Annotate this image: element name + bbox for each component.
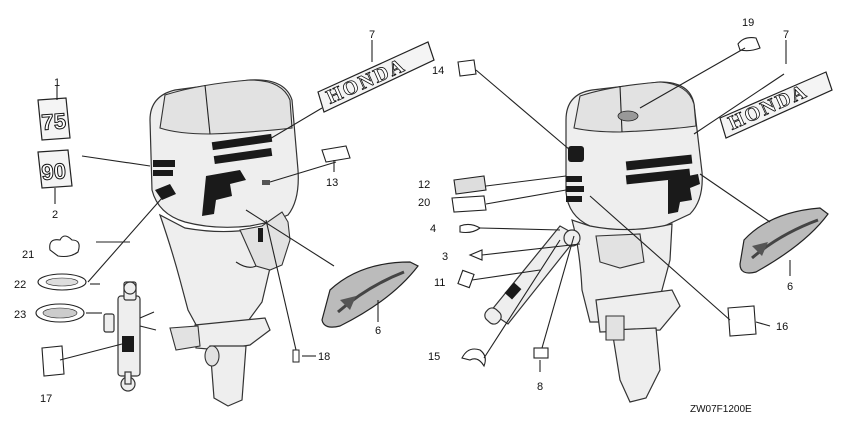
diagram-code: ZW07F1200E: [690, 404, 752, 415]
callout-16: 16: [776, 321, 788, 333]
callout-19: 19: [742, 17, 754, 29]
callout-8: 8: [537, 381, 543, 393]
callout-15: 15: [428, 351, 440, 363]
decal-4: [459, 223, 481, 234]
callout-20: 20: [418, 197, 430, 209]
leader-lines-right: [471, 40, 791, 372]
decal-3: [468, 249, 483, 261]
callout-4: 4: [430, 223, 436, 235]
decal-21: [49, 235, 80, 258]
callout-17: 17: [40, 393, 52, 405]
decal-8: [533, 347, 549, 359]
callout-12: 12: [418, 179, 430, 191]
leader-lines-left: [54, 40, 379, 361]
decal-22: [37, 273, 87, 291]
left-outboard-engine: [149, 79, 299, 407]
decal-90-text: 90: [41, 158, 67, 185]
decal-16: [727, 305, 757, 337]
right-outboard-engine: [565, 81, 703, 403]
callout-labels: 1 2 7 13 21 22 23 17 18 6 14 19 7 12 20 …: [14, 17, 793, 405]
callout-18: 18: [318, 351, 330, 363]
honda-decal-left: HONDA: [317, 41, 435, 113]
side-decal-6-right: [739, 207, 829, 274]
side-decal-6-left: [321, 261, 419, 328]
decal-15: [461, 348, 486, 368]
decal-13: [321, 145, 351, 163]
decal-12: [453, 175, 487, 195]
decal-20: [451, 195, 487, 213]
callout-6-right: 6: [787, 281, 793, 293]
decal-18: [292, 349, 300, 363]
callout-14: 14: [432, 65, 444, 77]
callout-23: 23: [14, 309, 26, 321]
callout-7-left: 7: [369, 29, 375, 41]
model-number-decal-75: 75: [37, 97, 71, 141]
callout-11: 11: [434, 277, 445, 289]
callout-22: 22: [14, 279, 26, 291]
decal-23: [35, 303, 85, 323]
callout-13: 13: [326, 177, 338, 189]
decal-19: [737, 37, 761, 52]
model-number-decal-90: 90: [37, 149, 73, 189]
honda-decal-right-text: HONDA: [725, 80, 811, 134]
tiller-handle: [484, 225, 581, 325]
callout-6-left: 6: [375, 325, 381, 337]
decal-17: [41, 345, 65, 377]
decal-11: [457, 269, 475, 289]
honda-decal-left-text: HONDA: [323, 54, 409, 108]
callout-2: 2: [52, 209, 58, 221]
tilt-cylinder: [103, 281, 157, 392]
decal-75-text: 75: [41, 108, 67, 135]
callout-21: 21: [22, 249, 34, 261]
callout-3: 3: [442, 251, 448, 263]
callout-7-right: 7: [783, 29, 789, 41]
callout-1: 1: [54, 77, 60, 89]
decal-14: [457, 59, 477, 77]
